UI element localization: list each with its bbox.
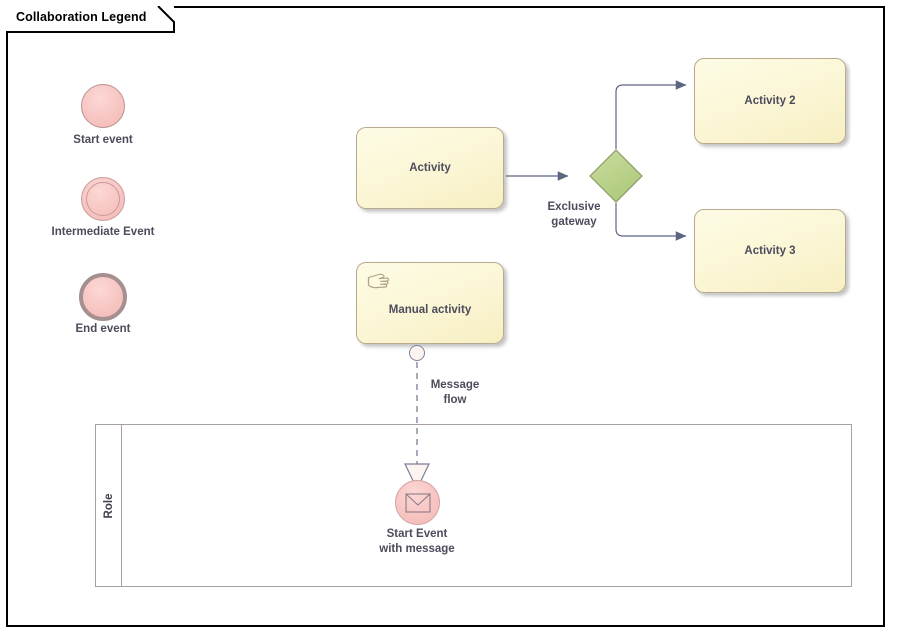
diagram-frame — [6, 6, 885, 627]
diagram-frame-tab: Collaboration Legend — [6, 6, 175, 33]
pool-role: Role — [95, 424, 852, 587]
start-event-with-message-label: Start Event with message — [379, 528, 455, 555]
gateway-exclusive-shape — [589, 149, 643, 203]
message-flow-label: Message flow — [430, 379, 480, 406]
task-activity-2[interactable]: Activity 2 — [694, 58, 846, 144]
task-activity-2-label: Activity 2 — [744, 95, 796, 107]
frame-tab-shape — [6, 6, 175, 33]
task-activity-3[interactable]: Activity 3 — [694, 209, 846, 293]
pool-role-header: Role — [96, 425, 122, 586]
legend-end-event-shape — [79, 273, 127, 321]
task-activity[interactable]: Activity — [356, 127, 504, 209]
legend-intermediate-event-shape — [81, 177, 125, 221]
legend-start-event-shape — [81, 84, 125, 128]
pool-role-title: Role — [102, 493, 115, 518]
task-activity-3-label: Activity 3 — [744, 245, 796, 257]
task-manual-activity[interactable]: Manual activity — [356, 262, 504, 344]
gateway-exclusive-label: Exclusive gateway — [547, 201, 601, 228]
task-manual-activity-label: Manual activity — [388, 304, 472, 316]
legend-start-event-label: Start event — [73, 134, 133, 146]
frame-title: Collaboration Legend — [16, 10, 147, 24]
task-activity-label: Activity — [409, 162, 451, 174]
legend-end-event-label: End event — [75, 323, 131, 335]
envelope-icon — [404, 492, 431, 513]
gateway-exclusive[interactable] — [589, 149, 643, 203]
legend-intermediate-event-label: Intermediate Event — [51, 226, 155, 238]
hand-icon — [367, 273, 389, 289]
boundary-event-manual-activity[interactable] — [409, 345, 425, 361]
start-event-with-message-shape[interactable] — [395, 480, 440, 525]
